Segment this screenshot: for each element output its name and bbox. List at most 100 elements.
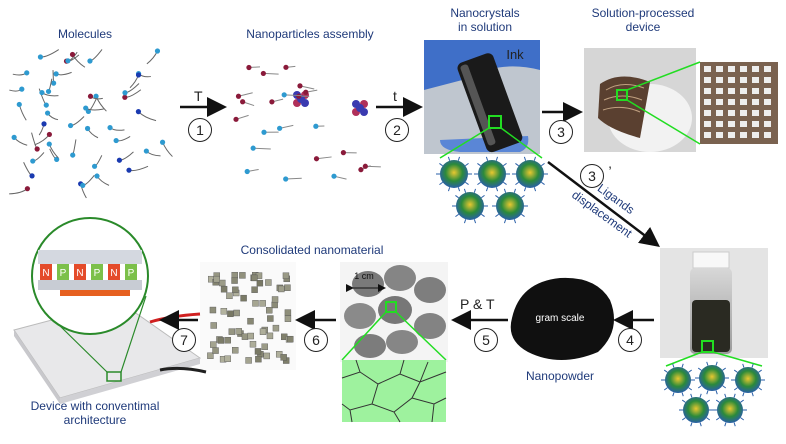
grain-microstructure <box>341 359 447 423</box>
ligand <box>313 156 332 162</box>
ligand <box>235 92 253 99</box>
cube <box>231 277 238 284</box>
cube <box>239 272 246 279</box>
molecule <box>37 49 60 60</box>
label-consolidated: Consolidated nanomaterial <box>240 243 384 257</box>
cube <box>266 332 274 340</box>
molecule <box>30 152 45 164</box>
molecule <box>84 125 99 139</box>
cube <box>217 337 225 344</box>
step-4: 4 <box>618 328 642 352</box>
nanocrystal <box>435 156 472 192</box>
label-nanoparticles: Nanoparticles assembly <box>246 27 374 41</box>
ligand <box>313 123 325 129</box>
molecule <box>159 139 173 157</box>
mesh-hole <box>728 77 735 83</box>
module-leg-label: N <box>76 268 83 279</box>
mesh-hole <box>764 77 771 83</box>
cube <box>261 343 268 350</box>
mesh-hole <box>752 66 759 72</box>
cube <box>255 355 262 363</box>
nanocrystal <box>712 393 747 427</box>
mesh-hole <box>716 132 723 138</box>
molecule <box>16 101 27 121</box>
molecule <box>11 134 28 146</box>
cube <box>228 328 236 335</box>
mesh-hole <box>740 66 747 72</box>
molecule <box>67 116 85 129</box>
ligand <box>269 98 284 105</box>
cube <box>212 347 219 354</box>
step-3: 3 <box>549 120 573 144</box>
molecule <box>113 136 131 144</box>
nanocrystal <box>511 156 548 192</box>
mesh-hole <box>740 99 747 105</box>
module-leg-label: P <box>94 268 101 279</box>
mesh-hole <box>704 110 711 116</box>
mesh-hole <box>752 77 759 83</box>
cube <box>259 300 266 307</box>
molecule <box>65 51 78 64</box>
mesh-hole <box>704 132 711 138</box>
step-7: 7 <box>172 328 196 352</box>
ink-vial-photo <box>424 40 540 154</box>
mesh-hole <box>764 132 771 138</box>
mesh-zoom-inset <box>700 62 778 144</box>
molecule <box>70 139 77 158</box>
cube <box>232 347 239 354</box>
flexible-device-photo <box>584 48 696 152</box>
cube <box>259 328 267 335</box>
molecule <box>122 89 142 100</box>
module-leg: P <box>57 264 69 280</box>
cube <box>219 279 226 287</box>
ligand <box>261 129 279 135</box>
mesh-hole <box>716 121 723 127</box>
ligand <box>233 114 249 122</box>
mesh-hole <box>704 66 711 72</box>
cube <box>241 333 249 340</box>
ligand <box>331 173 347 180</box>
nanocrystal <box>660 363 695 397</box>
mesh-hole <box>764 121 771 127</box>
label-1cm: 1 cm <box>354 271 374 281</box>
mesh-hole <box>740 121 747 127</box>
module-leg: N <box>108 264 120 280</box>
molecule <box>39 89 59 97</box>
cube <box>284 284 291 291</box>
nanopowder-pile <box>510 277 614 360</box>
mesh-hole <box>728 121 735 127</box>
cube <box>284 315 292 322</box>
molecule <box>53 71 72 77</box>
label-device-line1: Device with conventimal <box>30 399 160 413</box>
label-solution-line2: device <box>625 20 661 34</box>
cube <box>263 352 270 360</box>
molecule <box>126 165 149 173</box>
molecule <box>9 186 31 195</box>
label-device-conventional: Device with conventimal architecture <box>10 399 180 427</box>
label-device-line2: architecture <box>63 413 127 427</box>
ligand <box>303 89 318 95</box>
mesh-hole <box>716 88 723 94</box>
molecule <box>146 48 161 65</box>
mesh-hole <box>740 88 747 94</box>
cube <box>227 310 234 318</box>
molecule <box>135 109 157 122</box>
mesh-hole <box>752 88 759 94</box>
mesh-hole <box>716 66 723 72</box>
cube <box>240 294 247 302</box>
cubes-photo <box>200 262 296 370</box>
mesh-hole <box>740 77 747 83</box>
cube <box>278 285 285 293</box>
cube <box>249 340 257 348</box>
mesh-hole <box>704 99 711 105</box>
ligand <box>297 83 315 90</box>
step-2: 2 <box>385 118 409 142</box>
cube <box>247 317 254 325</box>
nanocrystals-bottom <box>660 361 765 427</box>
mesh-hole <box>764 66 771 72</box>
nanocrystal <box>694 361 729 395</box>
molecule <box>34 131 53 146</box>
step-3-prime: 3 <box>580 164 604 188</box>
mesh-hole <box>728 110 735 116</box>
